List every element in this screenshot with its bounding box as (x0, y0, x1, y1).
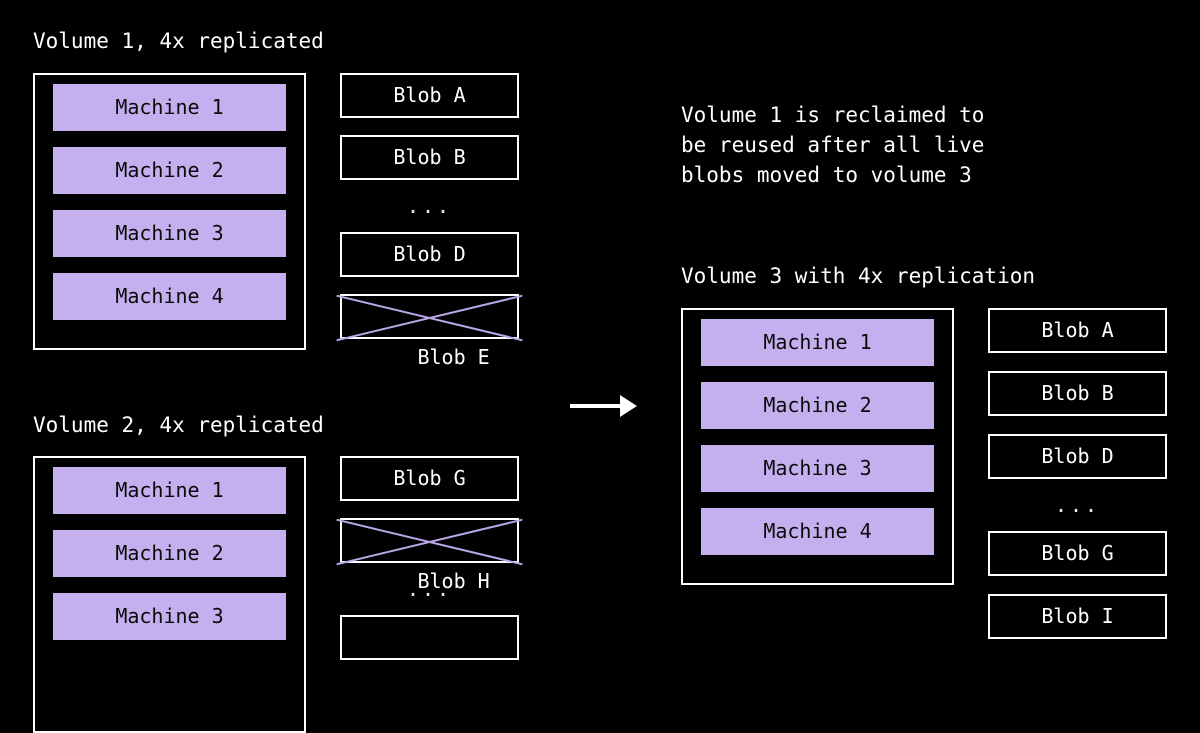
volume3-machine-rack: Machine 1 Machine 2 Machine 3 Machine 4 (681, 308, 954, 585)
machine-bar[interactable]: Machine 3 (701, 445, 934, 492)
machine-bar[interactable]: Machine 3 (53, 593, 286, 640)
blob-box[interactable]: Blob G (340, 456, 519, 501)
machine-bar[interactable]: Machine 2 (701, 382, 934, 429)
blob-label: Blob H (417, 569, 490, 593)
blob-box[interactable]: Blob A (988, 308, 1167, 353)
machine-bar[interactable]: Machine 4 (701, 508, 934, 555)
blob-box[interactable]: Blob G (988, 531, 1167, 576)
blob-label: Blob E (417, 345, 490, 369)
transition-arrow (570, 395, 640, 419)
volume2-heading: Volume 2, 4x replicated (33, 413, 324, 437)
reclaim-note: Volume 1 is reclaimed to be reused after… (681, 103, 985, 187)
blob-list-ellipsis: ... (1054, 493, 1101, 517)
machine-bar[interactable]: Machine 2 (53, 530, 286, 577)
blob-box[interactable]: Blob I (988, 594, 1167, 639)
blob-box[interactable]: Blob D (340, 232, 519, 277)
blob-list-ellipsis: ... (340, 575, 519, 603)
volume2-blob-list: Blob G Blob H ... (336, 456, 523, 660)
blob-box-deleted[interactable]: Blob E (336, 294, 523, 369)
blob-box[interactable]: Blob B (988, 371, 1167, 416)
blob-box-deleted[interactable]: Blob H (336, 518, 523, 593)
machine-bar[interactable]: Machine 2 (53, 147, 286, 194)
volume1-heading: Volume 1, 4x replicated (33, 29, 324, 53)
blob-box[interactable]: Blob B (340, 135, 519, 180)
blob-box[interactable]: Blob A (340, 73, 519, 118)
machine-bar[interactable]: Machine 4 (53, 273, 286, 320)
arrow-head-icon (620, 395, 637, 417)
blob-box[interactable]: Blob D (988, 434, 1167, 479)
blob-box[interactable] (340, 615, 519, 660)
machine-bar[interactable]: Machine 1 (53, 84, 286, 131)
arrow-shaft-icon (570, 404, 622, 408)
volume1-machine-rack: Machine 1 Machine 2 Machine 3 Machine 4 (33, 73, 306, 350)
blob-list-ellipsis: ... (406, 194, 453, 218)
volume3-blob-list: Blob A Blob B Blob D ... Blob G Blob I (988, 308, 1167, 639)
volume3-heading: Volume 3 with 4x replication (681, 264, 1036, 288)
machine-bar[interactable]: Machine 3 (53, 210, 286, 257)
volume1-blob-list: Blob A Blob B ... Blob D Blob E (336, 73, 523, 369)
volume2-machine-rack: Machine 1 Machine 2 Machine 3 (33, 456, 306, 733)
machine-bar[interactable]: Machine 1 (53, 467, 286, 514)
machine-bar[interactable]: Machine 1 (701, 319, 934, 366)
